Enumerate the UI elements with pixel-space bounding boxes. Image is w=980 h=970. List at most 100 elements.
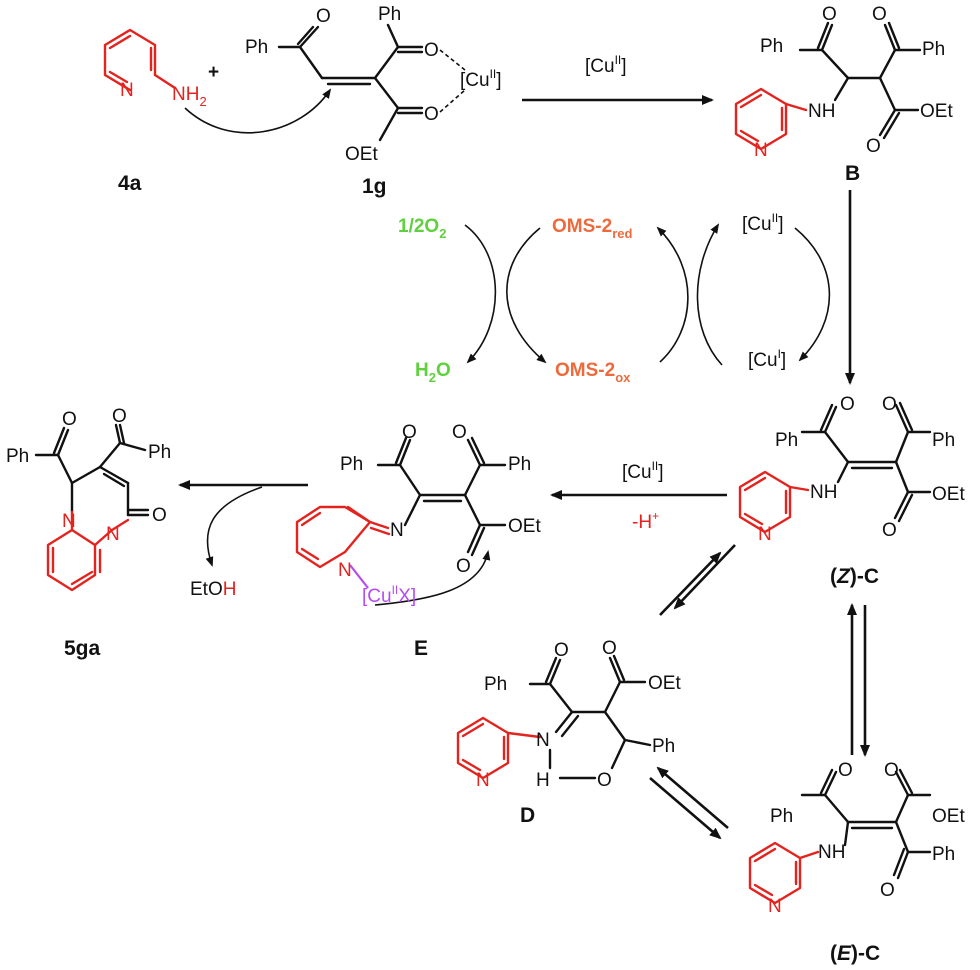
compound-label-B: B	[845, 162, 860, 185]
carbonyl-oxygen-1: O	[402, 422, 417, 443]
bond-skeleton	[800, 768, 932, 880]
ring-nitrogen: N	[758, 524, 772, 545]
phenyl-left: Ph	[340, 454, 363, 475]
cycle-arc-oms-reduction	[506, 227, 547, 364]
ethanol-label: EtOH	[190, 579, 236, 600]
cycle-arc-o2-water	[464, 224, 497, 364]
cyclization-arrow	[374, 550, 491, 606]
compound-5ga: Ph Ph O O O N N 5ga	[6, 406, 171, 660]
pyridine-ring	[738, 470, 810, 534]
amine-nh: NH	[808, 101, 835, 122]
cycle-arc-left	[656, 226, 689, 363]
ethanol-loss-arrow	[205, 486, 263, 567]
chelation-bonds	[439, 49, 466, 113]
pyridine-ring	[103, 28, 177, 92]
compound-EC: Ph Ph O O O OEt NH N (E)-C	[748, 760, 965, 965]
carbonyl-oxygen-2: O	[112, 406, 127, 427]
bond-skeleton	[528, 654, 652, 780]
deprotonation-label: -H+	[632, 509, 659, 533]
compound-label-1g: 1g	[362, 175, 387, 198]
carbonyl-oxygen-1: O	[62, 409, 77, 430]
oxygen-label: 1/2O2	[398, 216, 446, 241]
cu2-label: [CuII]	[742, 211, 784, 235]
phenyl-right: Ph	[932, 430, 955, 451]
water-label: H2O	[415, 360, 451, 385]
carbonyl-oxygen-2: O	[424, 40, 439, 61]
cu1-label: [CuI]	[748, 347, 786, 371]
carbonyl-oxygen-1: O	[316, 6, 331, 27]
carbonyl-oxygen-2: O	[452, 422, 467, 443]
amine-nh: NH	[818, 842, 845, 863]
ethoxy-group: OEt	[648, 673, 681, 694]
imine-nitrogen: N	[536, 730, 550, 751]
carbonyl-oxygen-3: O	[424, 104, 439, 125]
phenyl-right: Ph	[922, 39, 945, 60]
bond-skeleton	[277, 23, 424, 142]
bond-skeleton	[376, 436, 507, 557]
compound-label-D: D	[520, 804, 535, 827]
reagent-cu-top: [CuII]	[585, 53, 627, 77]
compound-4a: N NH2 + 4a	[103, 28, 219, 195]
ring-nitrogen-2: N	[106, 524, 120, 545]
attack-arrow	[184, 88, 332, 134]
hydroxyl-oxygen: O	[597, 770, 612, 791]
carbonyl-oxygen-1: O	[822, 4, 837, 25]
ethoxy-group: OEt	[920, 101, 953, 122]
carbonyl-oxygen-2: O	[872, 4, 887, 25]
carbonyl-oxygen-2: O	[602, 638, 617, 659]
carbonyl-oxygen-3: O	[456, 556, 471, 577]
ring-nitrogen: N	[476, 770, 490, 791]
compound-E: Ph Ph O O O OEt N N [CuIIX] E	[295, 422, 541, 660]
reagent-cu-mid: [CuII]	[622, 459, 664, 483]
hydrogen-bond-h: H	[536, 770, 550, 791]
phenyl-left: Ph	[484, 674, 507, 695]
copper-bond	[349, 564, 369, 589]
carbonyl-oxygen-3: O	[152, 505, 167, 526]
copper-chelate: [CuII]	[460, 67, 502, 91]
ethoxy-group: OEt	[932, 806, 965, 827]
carbonyl-oxygen-1: O	[838, 760, 853, 781]
bond-skeleton	[34, 423, 150, 517]
ring-nitrogen: N	[754, 140, 768, 161]
carbonyl-oxygen-2: O	[882, 394, 897, 415]
equilibrium-D-EC	[649, 766, 729, 840]
compound-label-5ga: 5ga	[64, 637, 101, 660]
phenyl-right: Ph	[378, 4, 401, 25]
pyridine-ring	[295, 505, 391, 569]
amine-group: NH2	[172, 84, 207, 109]
ethoxy-group: OEt	[932, 484, 965, 505]
phenyl-right: Ph	[508, 454, 531, 475]
phenyl-right: Ph	[652, 736, 675, 757]
carbonyl-oxygen-1: O	[840, 394, 855, 415]
ethoxy-group: OEt	[345, 144, 378, 165]
compound-label-E: E	[414, 637, 428, 660]
compound-D: Ph Ph O O OEt N H O N D	[456, 638, 681, 827]
ethoxy-group: OEt	[508, 516, 541, 537]
phenyl-left: Ph	[770, 806, 793, 827]
compound-label-EC: (E)-C	[830, 942, 880, 965]
phenyl-right: Ph	[148, 442, 171, 463]
oms-reduced-label: OMS-2red	[552, 216, 632, 241]
pyridine-ring	[734, 87, 808, 151]
phenyl-left: Ph	[760, 36, 783, 57]
copper-complex: [CuIIX]	[362, 583, 416, 607]
bond-skeleton	[800, 401, 932, 523]
oms-oxidized-label: OMS-2ox	[555, 360, 631, 385]
phenyl-left: Ph	[775, 430, 798, 451]
bond-skeleton	[798, 21, 922, 140]
compound-1g: Ph Ph O O O OEt [CuII] 1g	[245, 4, 502, 198]
amine-nh: NH	[810, 482, 837, 503]
carbonyl-oxygen-1: O	[554, 640, 569, 661]
phenyl-left: Ph	[6, 446, 29, 467]
equilibrium-ZC-EC	[847, 603, 870, 757]
cycle-arc-cu-reduction	[794, 227, 831, 362]
phenyl-right: Ph	[932, 844, 955, 865]
redox-cycles: 1/2O2 H2O OMS-2red OMS-2ox [CuII] [CuI]	[398, 211, 831, 385]
compound-label-ZC: (Z)-C	[830, 565, 879, 588]
cycle-arc-oms-oxidation	[696, 223, 723, 366]
compound-label-4a: 4a	[118, 172, 142, 195]
pyridine-fused-ring	[46, 510, 130, 592]
carbonyl-oxygen-2: O	[884, 760, 899, 781]
ring-nitrogen: N	[768, 896, 782, 917]
